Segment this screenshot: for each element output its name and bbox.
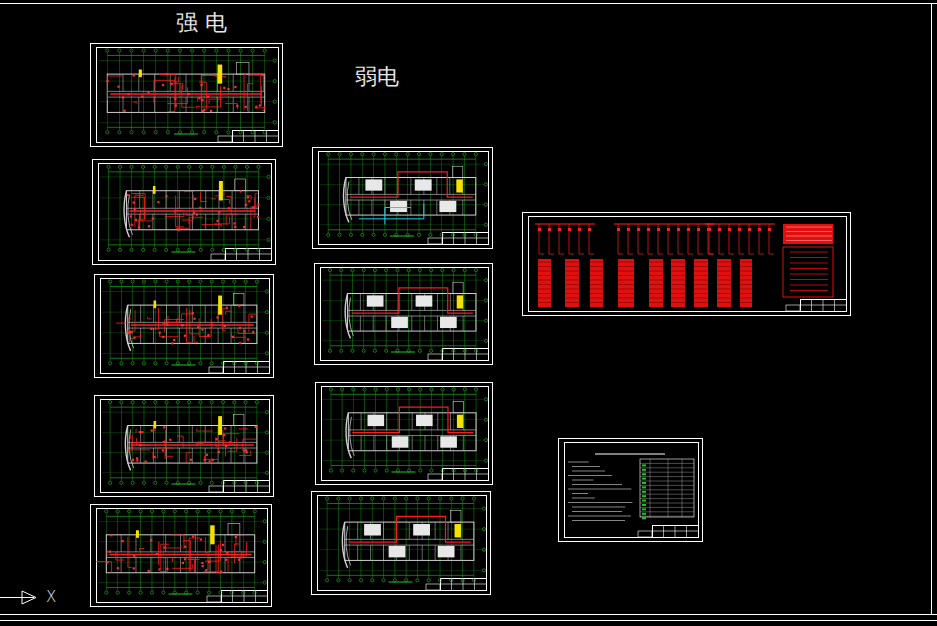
sheet-inner-border xyxy=(319,152,489,245)
sheet-inner-border xyxy=(322,387,489,481)
model-frame xyxy=(0,3,937,621)
sheet-inner-border xyxy=(565,443,699,538)
title-block xyxy=(786,299,847,312)
lowvoltage-sheet xyxy=(315,264,493,365)
title-block xyxy=(209,361,270,374)
floor-plan xyxy=(102,401,268,485)
sheet-inner-border xyxy=(101,279,270,374)
floor-plan xyxy=(323,388,488,472)
sheet-border xyxy=(523,213,851,316)
sheet-inner-border xyxy=(318,496,487,591)
title-block xyxy=(426,578,487,591)
title-block xyxy=(207,590,268,603)
sheet-border xyxy=(91,505,272,607)
sheet-border xyxy=(91,44,283,147)
section-heading: 强 电 xyxy=(176,12,227,34)
sheet-inner-border xyxy=(529,217,847,312)
title-block xyxy=(211,248,272,261)
sheet-border xyxy=(93,160,276,265)
drawing-sheets xyxy=(91,44,851,607)
sheet-border xyxy=(95,396,274,497)
lowvoltage-sheet xyxy=(312,492,491,595)
floor-plan xyxy=(99,49,276,134)
sheet-inner-border xyxy=(101,400,270,493)
sheet-border xyxy=(315,264,493,365)
title-block xyxy=(209,480,270,493)
title-block xyxy=(428,348,489,361)
floor-plan xyxy=(319,497,485,582)
power-sheet xyxy=(95,396,274,497)
floor-plan xyxy=(322,269,488,353)
sheet-border xyxy=(312,492,491,595)
title-block xyxy=(428,468,489,481)
floor-plan xyxy=(102,280,268,365)
sheet-inner-border xyxy=(97,48,279,143)
floor-plan xyxy=(96,510,266,594)
lowvoltage-sheet xyxy=(313,148,493,249)
floor-plan xyxy=(100,165,270,252)
sheet-inner-border xyxy=(99,164,272,261)
floor-plan xyxy=(320,153,487,237)
ucs-icon xyxy=(0,591,36,604)
title-block xyxy=(218,130,279,143)
notes-sheet xyxy=(559,439,703,542)
axis-label: X xyxy=(46,590,56,605)
title-block xyxy=(638,525,699,538)
title-block xyxy=(428,232,489,245)
sheet-border xyxy=(95,275,274,378)
power-sheet xyxy=(91,505,272,607)
sheet-border xyxy=(559,439,703,542)
power-sheet xyxy=(93,160,276,265)
power-sheet xyxy=(95,275,274,378)
section-heading: 弱电 xyxy=(355,66,399,88)
sheet-inner-border xyxy=(321,268,489,361)
system-diagram-sheet xyxy=(523,213,851,316)
power-sheet xyxy=(91,44,283,147)
lowvoltage-sheet xyxy=(316,383,493,485)
sheet-border xyxy=(313,148,493,249)
sheet-border xyxy=(316,383,493,485)
sheet-inner-border xyxy=(97,509,268,603)
